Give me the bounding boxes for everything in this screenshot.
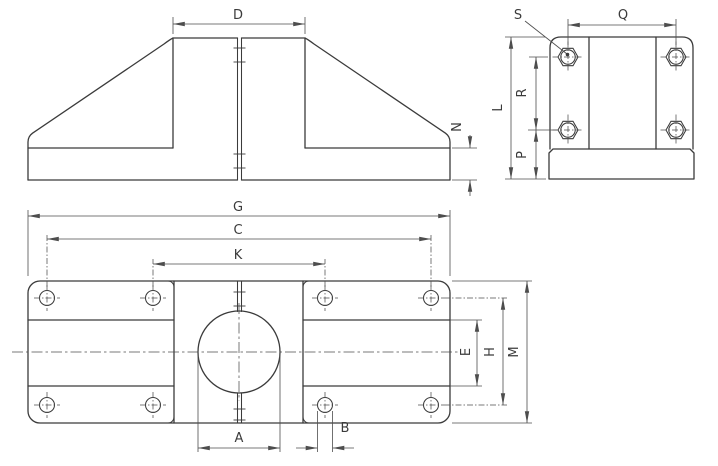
dimension-C: C <box>46 223 432 242</box>
dim-label-q: Q <box>618 8 628 23</box>
plan-rib-edges <box>27 319 451 387</box>
plan-clamp-slit <box>233 280 246 424</box>
mounting-hole <box>33 391 61 419</box>
dimension-R: R <box>515 56 548 131</box>
dimension-S: S <box>514 8 570 57</box>
dimension-H: H <box>483 297 506 406</box>
dim-label-a: A <box>235 431 244 446</box>
mounting-hole <box>33 284 61 312</box>
mounting-hole <box>311 284 339 312</box>
mounting-hole <box>417 284 445 312</box>
dim-label-n: N <box>450 122 465 132</box>
front-left-slope <box>27 37 174 181</box>
dim-label-d: D <box>233 8 243 23</box>
end-plate <box>549 36 694 150</box>
dimension-D: D <box>172 8 306 34</box>
dimension-B: B <box>296 411 354 452</box>
front-base <box>27 147 451 181</box>
mounting-hole <box>311 391 339 419</box>
dim-label-p: P <box>515 151 530 159</box>
dim-label-l: L <box>491 104 506 112</box>
dimension-Q: Q <box>567 8 677 45</box>
plan-block-fillets <box>167 280 310 424</box>
dimension-E: E <box>450 319 482 387</box>
front-upright <box>172 37 306 149</box>
plan-view: G C K A B <box>12 200 532 452</box>
dim-label-m: M <box>507 346 522 357</box>
dim-label-c: C <box>233 223 242 238</box>
dim-label-b: B <box>341 421 350 436</box>
dim-label-r: R <box>515 88 530 97</box>
dimension-A: A <box>197 356 281 452</box>
dimension-G: G <box>27 200 451 276</box>
dimension-K: K <box>152 248 326 267</box>
dim-label-s: S <box>514 8 522 23</box>
front-clamp-slit <box>233 37 246 181</box>
front-right-slope <box>304 37 451 181</box>
dim-label-e: E <box>459 348 474 356</box>
hex-bolt <box>659 113 693 147</box>
dimension-M: M <box>452 280 532 424</box>
dim-label-h: H <box>483 347 498 357</box>
dimension-N: N <box>450 122 477 196</box>
dim-label-g: G <box>233 200 243 215</box>
front-view: D N <box>27 8 477 196</box>
mounting-hole <box>417 391 445 419</box>
end-base <box>548 148 695 180</box>
mounting-hole <box>139 284 167 312</box>
dim-label-k: K <box>234 248 243 263</box>
hex-bolt <box>659 40 693 74</box>
end-plate-webs <box>588 36 657 150</box>
hex-bolt <box>551 113 585 147</box>
end-view: S Q L R P <box>491 8 695 180</box>
dimension-P: P <box>515 129 557 180</box>
mounting-hole <box>139 391 167 419</box>
dimension-L: L <box>491 36 546 180</box>
